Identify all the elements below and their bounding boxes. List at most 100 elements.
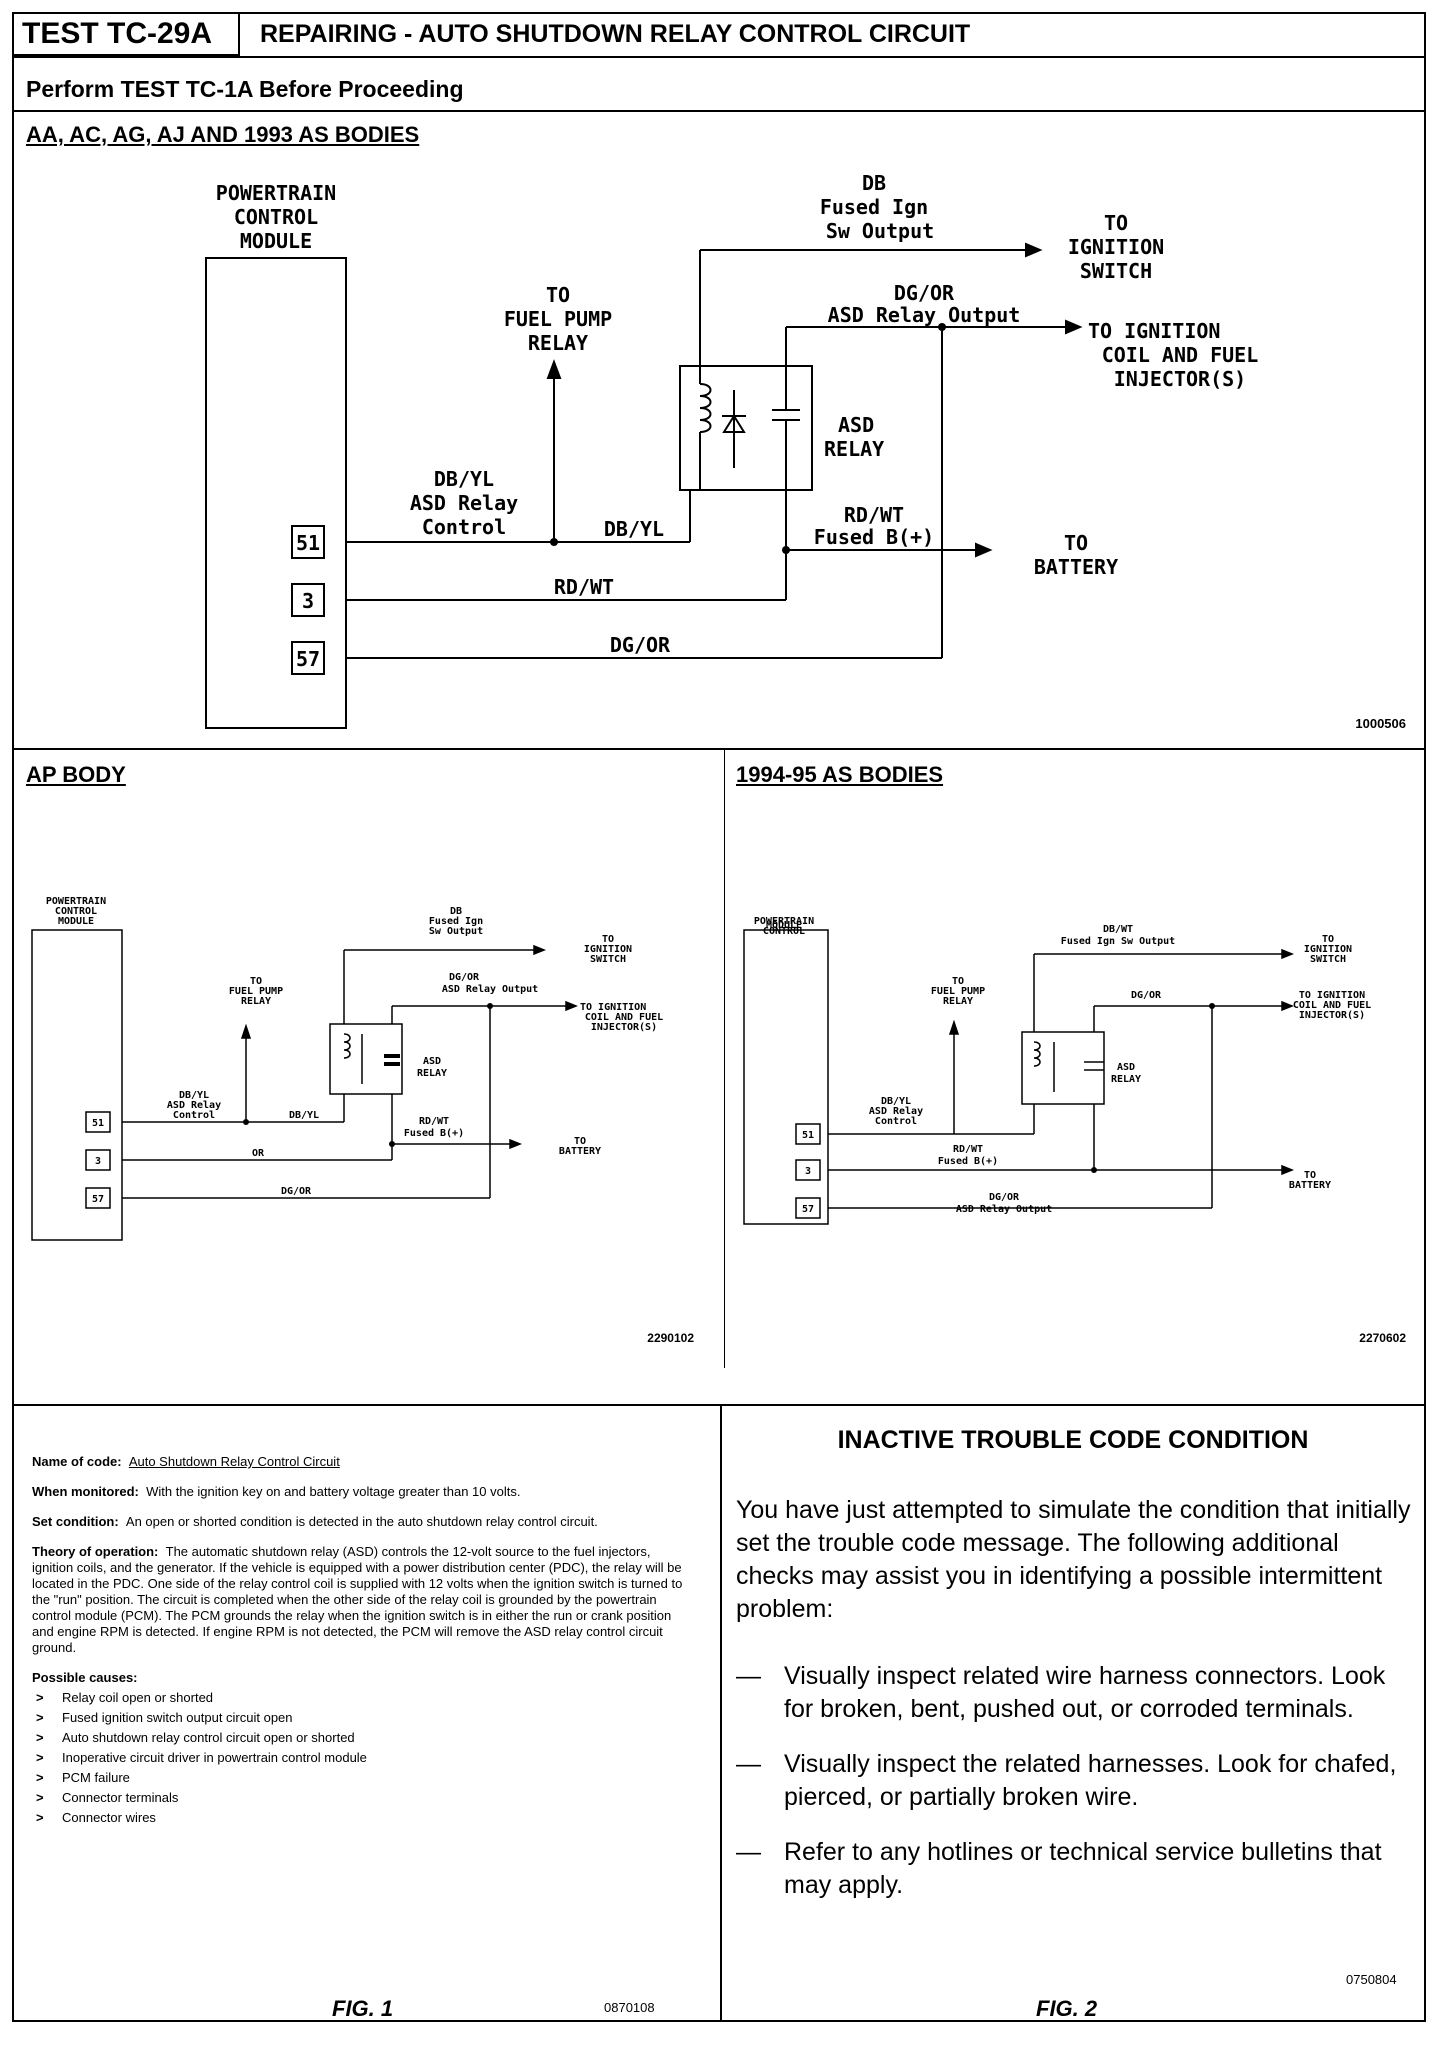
pcm-label: CONTROL bbox=[234, 205, 318, 229]
svg-text:ASD Relay: ASD Relay bbox=[410, 491, 518, 515]
svg-text:51: 51 bbox=[802, 1130, 814, 1141]
svg-text:BATTERY: BATTERY bbox=[1034, 555, 1118, 579]
svg-text:ASD Relay: ASD Relay bbox=[167, 1100, 221, 1111]
svg-text:DB/YL: DB/YL bbox=[179, 1090, 209, 1101]
check-item: Refer to any hotlines or technical servi… bbox=[736, 1836, 1416, 1902]
as-wiring-diagram: POWERTRAIN CONTROL MODULE 51 3 57 DB/WT … bbox=[743, 916, 1406, 1345]
svg-text:ASD Relay Output: ASD Relay Output bbox=[828, 303, 1021, 327]
main-diagram-heading: AA, AC, AG, AJ AND 1993 AS BODIES bbox=[26, 122, 420, 147]
svg-text:TO: TO bbox=[1104, 211, 1128, 235]
svg-text:TO: TO bbox=[546, 283, 570, 307]
svg-text:MODULE: MODULE bbox=[766, 920, 802, 931]
svg-text:1000506: 1000506 bbox=[1355, 716, 1406, 731]
svg-text:Sw Output: Sw Output bbox=[429, 926, 483, 937]
svg-text:Fused Ign: Fused Ign bbox=[820, 195, 928, 219]
pin-51 bbox=[291, 525, 325, 559]
svg-text:DB/YL: DB/YL bbox=[434, 467, 494, 491]
svg-text:3: 3 bbox=[805, 1166, 811, 1177]
svg-text:ASD Relay: ASD Relay bbox=[869, 1106, 923, 1117]
svg-text:RELAY: RELAY bbox=[241, 996, 271, 1007]
set-condition-label: Set condition: bbox=[32, 1514, 119, 1529]
theory-value: The automatic shutdown relay (ASD) contr… bbox=[32, 1544, 683, 1655]
svg-text:DG/OR: DG/OR bbox=[610, 633, 671, 657]
main-wiring-diagram: POWERTRAIN CONTROL MODULE 51 3 57 TO FUE… bbox=[205, 171, 1406, 731]
svg-text:BATTERY: BATTERY bbox=[1289, 1180, 1331, 1191]
svg-text:TO: TO bbox=[250, 976, 262, 987]
monitored-value: With the ignition key on and battery vol… bbox=[146, 1484, 521, 1499]
svg-text:TO: TO bbox=[1064, 531, 1088, 555]
asd-relay-box bbox=[679, 365, 813, 491]
svg-text:RD/WT: RD/WT bbox=[554, 575, 614, 599]
svg-text:DG/OR: DG/OR bbox=[989, 1192, 1020, 1203]
svg-text:IGNITION: IGNITION bbox=[1068, 235, 1164, 259]
check-item: Visually inspect the related harnesses. … bbox=[736, 1748, 1416, 1814]
pin-3 bbox=[291, 583, 325, 617]
causes-list: Relay coil open or shorted Fused ignitio… bbox=[32, 1688, 692, 1828]
svg-text:CONTROL: CONTROL bbox=[763, 926, 805, 937]
page-title: REPAIRING - AUTO SHUTDOWN RELAY CONTROL … bbox=[260, 20, 971, 48]
svg-text:DB/YL: DB/YL bbox=[604, 517, 664, 541]
pin-label: 57 bbox=[296, 647, 320, 671]
svg-text:Control: Control bbox=[422, 515, 506, 539]
svg-text:Fused B(+): Fused B(+) bbox=[938, 1156, 998, 1167]
svg-text:INJECTOR(S): INJECTOR(S) bbox=[1299, 1010, 1365, 1021]
svg-text:57: 57 bbox=[802, 1204, 814, 1215]
svg-text:57: 57 bbox=[92, 1194, 104, 1205]
svg-text:Fused B(+): Fused B(+) bbox=[814, 525, 934, 549]
svg-text:2270602: 2270602 bbox=[1359, 1331, 1406, 1345]
svg-text:Fused Ign: Fused Ign bbox=[429, 916, 483, 927]
svg-text:DB: DB bbox=[862, 171, 886, 195]
divider bbox=[14, 748, 1424, 750]
fig1-label: FIG. 1 bbox=[332, 1996, 394, 2021]
subtitle: Perform TEST TC-1A Before Proceeding bbox=[26, 76, 464, 102]
svg-text:TO IGNITION: TO IGNITION bbox=[580, 1002, 646, 1013]
svg-text:TO IGNITION: TO IGNITION bbox=[1299, 990, 1365, 1001]
svg-text:DB/YL: DB/YL bbox=[289, 1110, 319, 1121]
code-name: Auto Shutdown Relay Control Circuit bbox=[128, 1454, 340, 1469]
as-body-heading: 1994-95 AS BODIES bbox=[736, 762, 944, 787]
svg-text:MODULE: MODULE bbox=[58, 916, 94, 927]
pin-57 bbox=[291, 641, 325, 675]
set-condition-value: An open or shorted condition is detected… bbox=[125, 1514, 598, 1529]
divider bbox=[724, 748, 725, 1368]
svg-text:Control: Control bbox=[173, 1110, 215, 1121]
svg-text:IGNITION: IGNITION bbox=[584, 944, 632, 955]
svg-text:RD/WT: RD/WT bbox=[419, 1116, 449, 1127]
svg-text:RELAY: RELAY bbox=[1111, 1074, 1141, 1085]
svg-text:Sw Output: Sw Output bbox=[826, 219, 934, 243]
svg-text:DB/WT: DB/WT bbox=[1103, 924, 1133, 935]
svg-text:OR: OR bbox=[252, 1148, 265, 1159]
list-item: PCM failure bbox=[32, 1768, 692, 1788]
svg-text:Control: Control bbox=[875, 1116, 917, 1127]
list-item: Auto shutdown relay control circuit open… bbox=[32, 1728, 692, 1748]
svg-text:RELAY: RELAY bbox=[824, 437, 884, 461]
causes-label: Possible causes: bbox=[32, 1670, 138, 1685]
pcm-label: POWERTRAIN bbox=[216, 181, 336, 205]
divider bbox=[14, 56, 1424, 58]
svg-text:Fused B(+): Fused B(+) bbox=[404, 1128, 464, 1139]
svg-text:ASD Relay Output: ASD Relay Output bbox=[442, 984, 538, 995]
svg-text:COIL AND FUEL: COIL AND FUEL bbox=[1102, 343, 1259, 367]
svg-text:SWITCH: SWITCH bbox=[1310, 954, 1346, 965]
svg-text:2290102: 2290102 bbox=[647, 1331, 694, 1345]
divider bbox=[14, 110, 1424, 112]
svg-text:TO: TO bbox=[1322, 934, 1334, 945]
svg-text:SWITCH: SWITCH bbox=[590, 954, 626, 965]
divider bbox=[14, 1404, 1424, 1406]
svg-text:RD/WT: RD/WT bbox=[953, 1144, 983, 1155]
document-page: TEST TC-29A REPAIRING - AUTO SHUTDOWN RE… bbox=[12, 12, 1426, 2022]
list-item: Relay coil open or shorted bbox=[32, 1688, 692, 1708]
inactive-code-text: You have just attempted to simulate the … bbox=[736, 1494, 1416, 1902]
svg-text:SWITCH: SWITCH bbox=[1080, 259, 1152, 283]
svg-text:FUEL PUMP: FUEL PUMP bbox=[229, 986, 283, 997]
svg-text:BATTERY: BATTERY bbox=[559, 1146, 601, 1157]
pin-label: 3 bbox=[302, 589, 314, 613]
svg-text:ASD Relay Output: ASD Relay Output bbox=[956, 1204, 1052, 1215]
theory-label: Theory of operation: bbox=[32, 1544, 159, 1559]
list-item: Inoperative circuit driver in powertrain… bbox=[32, 1748, 692, 1768]
pcm-box bbox=[205, 257, 347, 729]
svg-text:IGNITION: IGNITION bbox=[1304, 944, 1352, 955]
ap-wiring-diagram: POWERTRAIN CONTROL MODULE 51 3 57 DB Fus… bbox=[31, 896, 694, 1345]
svg-text:FUEL PUMP: FUEL PUMP bbox=[504, 307, 612, 331]
fig1-code: 0870108 bbox=[604, 2000, 655, 2015]
